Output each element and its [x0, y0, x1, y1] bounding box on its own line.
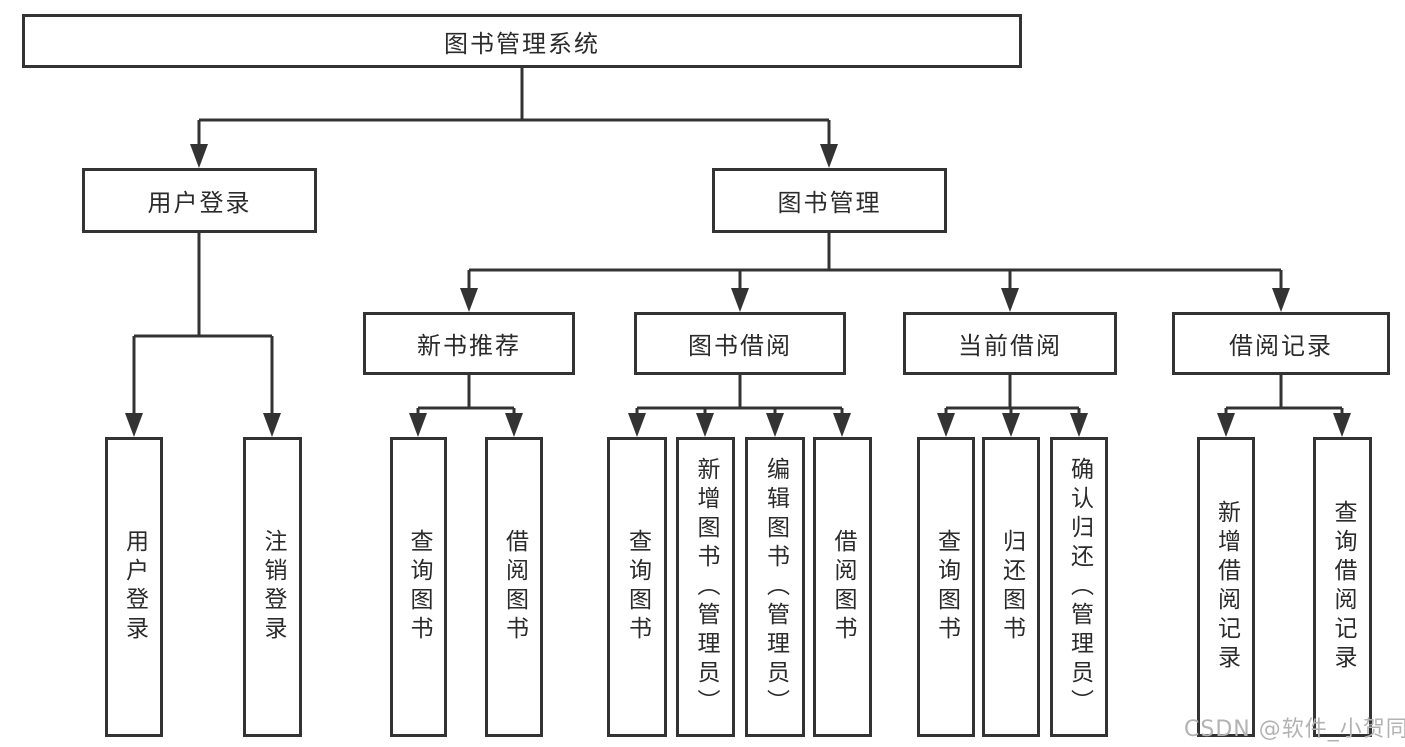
leaf-logout: 注销登录	[243, 437, 302, 737]
node-label: 用户登录	[121, 529, 148, 645]
leaf-query-book-recommend: 查询图书	[390, 437, 447, 737]
leaf-query-book-borrowing: 查询图书	[607, 437, 667, 737]
arrowheads	[125, 144, 1351, 437]
node-label: 图书管理系统	[444, 29, 600, 58]
node-book-management: 图书管理	[712, 168, 947, 233]
node-label: 图书借阅	[688, 332, 792, 360]
node-user-login: 用户登录	[82, 168, 317, 233]
node-new-book-recommend: 新书推荐	[363, 312, 575, 375]
node-library-management-system: 图书管理系统	[22, 14, 1022, 68]
node-label: 查询图书	[624, 529, 651, 645]
leaf-return-book: 归还图书	[982, 437, 1040, 737]
node-label: 借阅图书	[830, 529, 856, 645]
leaf-borrow-book: 借阅图书	[813, 437, 872, 737]
node-label: 借阅记录	[1229, 332, 1333, 360]
node-label: 借阅图书	[501, 529, 528, 645]
csdn-watermark: CSDN @软件_小贺同学	[1184, 717, 1405, 742]
node-label: 确认归还（管理员）	[1066, 456, 1093, 718]
node-current-borrowing: 当前借阅	[903, 312, 1117, 375]
node-label: 归还图书	[998, 529, 1025, 645]
leaf-query-borrow-record: 查询借阅记录	[1313, 437, 1372, 737]
node-label: 查询图书	[406, 529, 432, 645]
leaf-borrow-book-recommend: 借阅图书	[485, 437, 543, 737]
node-label: 查询图书	[933, 529, 960, 645]
node-label: 当前借阅	[958, 332, 1062, 360]
leaf-add-book-admin: 新增图书（管理员）	[676, 437, 735, 737]
node-label: 新增借阅记录	[1213, 500, 1240, 674]
leaf-edit-book-admin: 编辑图书（管理员）	[745, 437, 805, 737]
node-label: 查询借阅记录	[1330, 500, 1356, 674]
node-label: 新书推荐	[417, 332, 521, 360]
node-label: 图书管理	[777, 189, 882, 217]
node-label: 编辑图书（管理员）	[762, 456, 789, 718]
leaf-user-login: 用户登录	[105, 437, 163, 737]
node-borrowing-records: 借阅记录	[1172, 312, 1390, 375]
node-label: 新增图书（管理员）	[693, 456, 719, 718]
leaf-query-book-current: 查询图书	[917, 437, 975, 737]
node-book-borrowing: 图书借阅	[634, 312, 846, 375]
node-label: 注销登录	[260, 529, 286, 645]
leaf-add-borrow-record: 新增借阅记录	[1197, 437, 1255, 737]
node-label: 用户登录	[147, 189, 252, 217]
leaf-confirm-return-admin: 确认归还（管理员）	[1050, 437, 1108, 737]
